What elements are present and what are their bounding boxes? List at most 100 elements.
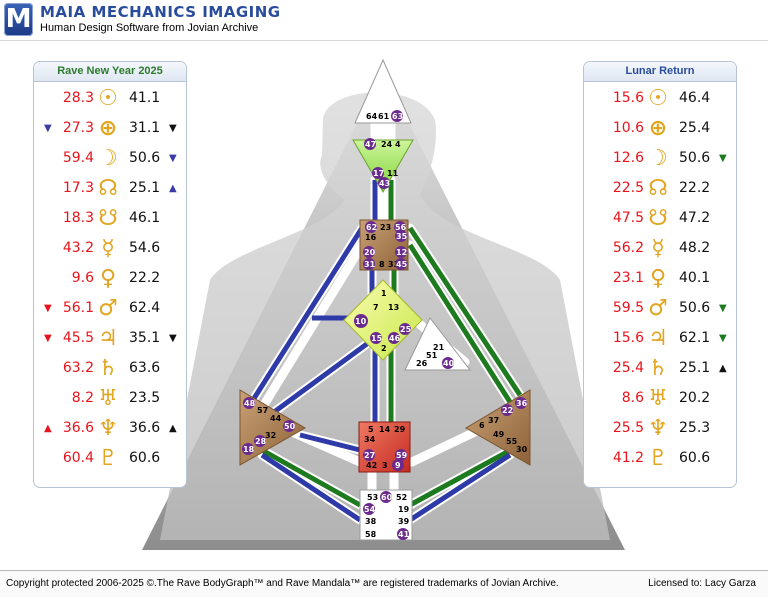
design-value: 60.4 [62, 450, 94, 466]
gate-label: 9 [395, 461, 401, 470]
left-marker: ▼ [44, 123, 52, 134]
saturn-icon: ♄ [98, 356, 118, 381]
gate-label: 14 [379, 425, 391, 434]
design-value: 56.1 [62, 300, 94, 316]
personality-value: 46.1 [129, 210, 161, 226]
personality-value: 54.6 [129, 240, 161, 256]
design-value: 15.6 [612, 90, 644, 106]
gate-label: 17 [373, 169, 384, 178]
venus-icon: ♀ [649, 266, 667, 291]
mars-icon: ♂ [98, 296, 118, 321]
gate-label: 24 [381, 140, 393, 149]
panel-title: Rave New Year 2025 [34, 62, 186, 82]
planet-row: 25.4♄25.1▲ [584, 356, 736, 384]
design-value: 8.6 [621, 390, 644, 406]
design-value: 10.6 [612, 120, 644, 136]
saturn-icon: ♄ [648, 356, 668, 381]
personality-value: 22.2 [679, 180, 711, 196]
planet-row: 10.6⊕25.4 [584, 116, 736, 144]
planet-row: 63.2♄63.6 [34, 356, 186, 384]
gate-label: 27 [364, 451, 375, 460]
gate-label: 43 [379, 179, 390, 188]
pluto-icon: ♇ [98, 446, 118, 471]
gate-label: 28 [255, 437, 267, 446]
gate-label: 32 [265, 431, 276, 440]
app-header: M MAIA MECHANICS IMAGING Human Design So… [0, 0, 768, 41]
gate-label: 6 [479, 421, 485, 430]
gate-label: 11 [387, 169, 399, 178]
gate-label: 26 [416, 359, 428, 368]
personality-value: 50.6 [129, 150, 161, 166]
gate-label: 25 [400, 325, 412, 334]
personality-value: 46.4 [679, 90, 711, 106]
mercury-icon: ☿ [101, 236, 115, 261]
personality-value: 60.6 [129, 450, 161, 466]
design-value: 47.5 [612, 210, 644, 226]
left-marker: ▲ [44, 423, 52, 434]
gate-label: 20 [364, 248, 376, 257]
planet-row: 25.5♆25.3 [584, 416, 736, 444]
gate-label: 16 [365, 233, 377, 242]
right-marker: ▼ [719, 303, 727, 314]
gate-label: 4 [395, 140, 401, 149]
planet-row: 41.2♇60.6 [584, 446, 736, 474]
planet-row: 8.2♅23.5 [34, 386, 186, 414]
right-marker: ▼ [719, 333, 727, 344]
gate-label: 55 [506, 437, 518, 446]
sun-icon: ☉ [648, 86, 668, 111]
right-marker: ▼ [169, 333, 177, 344]
design-value: 25.4 [612, 360, 644, 376]
planet-row: 18.3☋46.1 [34, 206, 186, 234]
left-marker: ▼ [44, 333, 52, 344]
planet-row: 15.6☉ 46.4 [584, 86, 736, 114]
gate-label: 19 [398, 505, 410, 514]
planet-row: 15.6♃62.1▼ [584, 326, 736, 354]
design-value: 25.5 [612, 420, 644, 436]
g-center [343, 279, 423, 361]
gate-label: 63 [392, 112, 403, 121]
copyright-text: Copyright protected 2006-2025 ©.The Rave… [6, 578, 559, 589]
design-value: 17.3 [62, 180, 94, 196]
personality-value: 41.1 [129, 90, 161, 106]
gate-label: 10 [355, 317, 367, 326]
planet-row: 17.3☊25.1▲ [34, 176, 186, 204]
bodygraph: 64 61 63 47 24 4 17 11 43 62 23 56 16 35… [142, 58, 625, 550]
personality-value: 62.1 [679, 330, 711, 346]
head-center [354, 58, 412, 124]
gate-label: 8 [379, 260, 385, 269]
gate-label: 23 [380, 223, 391, 232]
gate-label: 33 [388, 260, 399, 269]
personality-value: 47.2 [679, 210, 711, 226]
personality-value: 62.4 [129, 300, 161, 316]
design-value: 36.6 [62, 420, 94, 436]
design-value: 45.5 [62, 330, 94, 346]
planet-row: 47.5☋47.2 [584, 206, 736, 234]
personality-value: 48.2 [679, 240, 711, 256]
gate-label: 52 [396, 493, 407, 502]
personality-value: 63.6 [129, 360, 161, 376]
gate-label: 49 [493, 430, 505, 439]
gate-label: 46 [389, 334, 401, 343]
personality-value: 25.3 [679, 420, 711, 436]
gate-label: 13 [388, 303, 399, 312]
personality-value: 35.1 [129, 330, 161, 346]
license-text: Licensed to: Lacy Garza [648, 578, 756, 589]
personality-value: 23.5 [129, 390, 161, 406]
rave-new-year-panel: Rave New Year 2025 28.3☉41.1▼27.3⊕31.1▼5… [33, 61, 187, 488]
north-node-icon: ☊ [648, 176, 668, 201]
moon-icon: ☽ [648, 146, 668, 171]
planet-row: 59.5♂50.6▼ [584, 296, 736, 324]
right-marker: ▼ [169, 123, 177, 134]
planet-row: 28.3☉41.1 [34, 86, 186, 114]
design-value: 43.2 [62, 240, 94, 256]
gate-label: 31 [364, 260, 376, 269]
gate-label: 56 [395, 223, 407, 232]
jupiter-icon: ♃ [98, 326, 118, 351]
right-marker: ▲ [169, 183, 177, 194]
gate-label: 48 [244, 399, 256, 408]
gate-label: 42 [366, 461, 377, 470]
personality-value: 50.6 [679, 300, 711, 316]
design-value: 22.5 [612, 180, 644, 196]
planet-row: 8.6♅20.2 [584, 386, 736, 414]
app-title: MAIA MECHANICS IMAGING [40, 3, 281, 21]
